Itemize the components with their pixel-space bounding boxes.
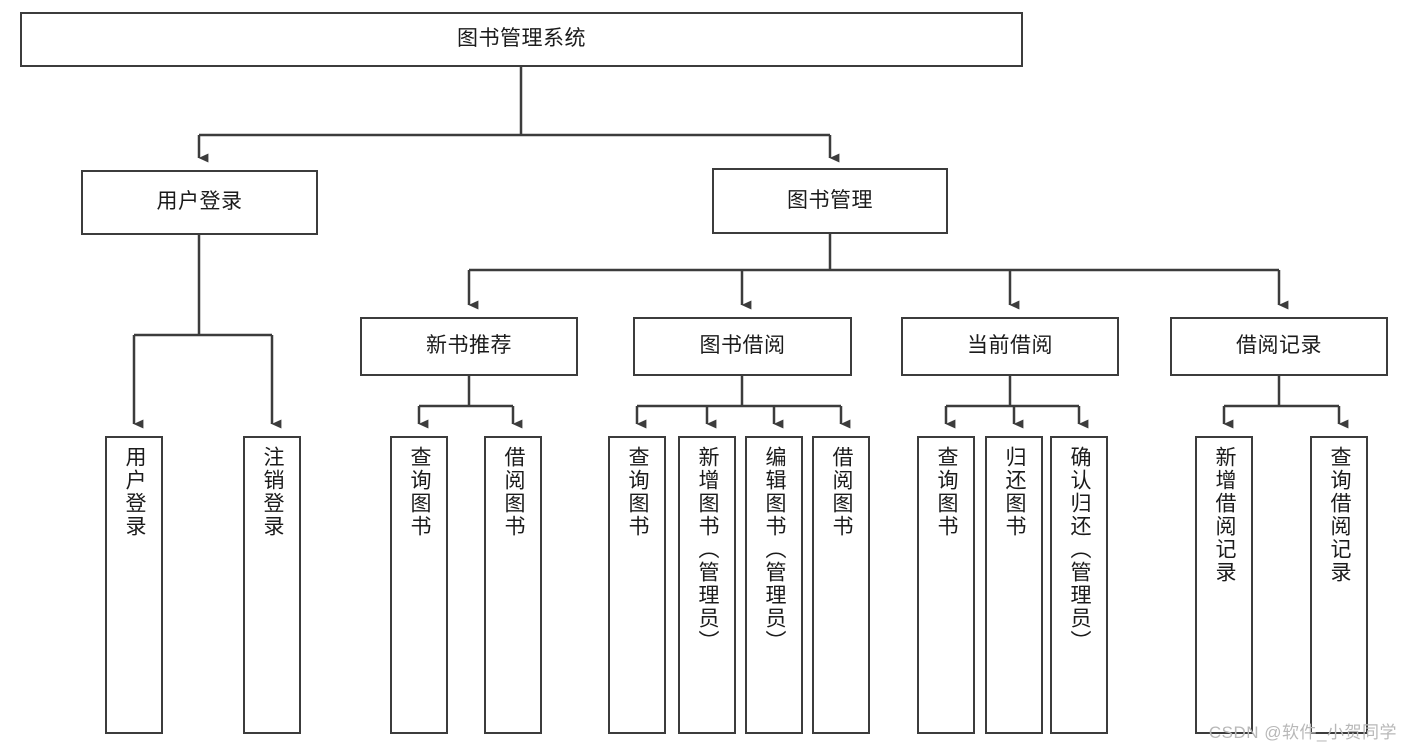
node-borrow-record[interactable]: 借阅记录	[1170, 317, 1388, 376]
leaf-confirm-return[interactable]: 确认归还（管理员）	[1050, 436, 1108, 734]
leaf-borrow-book-2[interactable]: 借阅图书	[812, 436, 870, 734]
leaf-add-book[interactable]: 新增图书（管理员）	[678, 436, 736, 734]
node-new-book-recommend[interactable]: 新书推荐	[360, 317, 578, 376]
node-book-borrow-label: 图书借阅	[699, 334, 786, 358]
leaf-query-book-1-label: 查询图书	[408, 446, 432, 538]
node-current-borrow-label: 当前借阅	[967, 334, 1053, 358]
leaf-borrow-book-1-label: 借阅图书	[502, 446, 526, 538]
node-book-manage-group-label: 图书管理	[787, 188, 873, 212]
node-user-login-group[interactable]: 用户登录	[81, 170, 318, 235]
leaf-query-borrow-record[interactable]: 查询借阅记录	[1310, 436, 1368, 734]
leaf-user-login-label: 用户登录	[123, 446, 147, 538]
leaf-query-borrow-record-label: 查询借阅记录	[1328, 446, 1352, 584]
leaf-query-book-3[interactable]: 查询图书	[917, 436, 975, 734]
node-borrow-record-label: 借阅记录	[1236, 334, 1322, 358]
node-current-borrow[interactable]: 当前借阅	[901, 317, 1119, 376]
leaf-query-book-1[interactable]: 查询图书	[390, 436, 448, 734]
leaf-return-book[interactable]: 归还图书	[985, 436, 1043, 734]
leaf-borrow-book-1[interactable]: 借阅图书	[484, 436, 542, 734]
leaf-confirm-return-label: 确认归还（管理员）	[1068, 446, 1092, 653]
node-new-book-recommend-label: 新书推荐	[426, 334, 512, 358]
node-root[interactable]: 图书管理系统	[20, 12, 1023, 67]
leaf-edit-book-label: 编辑图书（管理员）	[763, 446, 787, 653]
leaf-query-book-2-label: 查询图书	[626, 446, 650, 538]
leaf-add-book-label: 新增图书（管理员）	[696, 446, 720, 653]
csdn-watermark: CSDN @软件_小贺同学	[1208, 723, 1397, 742]
leaf-query-book-3-label: 查询图书	[935, 446, 959, 538]
node-book-manage-group[interactable]: 图书管理	[712, 168, 948, 234]
node-user-login-group-label: 用户登录	[156, 190, 243, 214]
leaf-logout-label: 注销登录	[261, 446, 285, 538]
leaf-borrow-book-2-label: 借阅图书	[830, 446, 854, 538]
leaf-logout[interactable]: 注销登录	[243, 436, 301, 734]
leaf-add-borrow-record[interactable]: 新增借阅记录	[1195, 436, 1253, 734]
leaf-query-book-2[interactable]: 查询图书	[608, 436, 666, 734]
leaf-user-login[interactable]: 用户登录	[105, 436, 163, 734]
node-root-label: 图书管理系统	[457, 27, 586, 51]
leaf-edit-book[interactable]: 编辑图书（管理员）	[745, 436, 803, 734]
leaf-add-borrow-record-label: 新增借阅记录	[1213, 446, 1237, 584]
node-book-borrow[interactable]: 图书借阅	[633, 317, 852, 376]
leaf-return-book-label: 归还图书	[1003, 446, 1027, 538]
